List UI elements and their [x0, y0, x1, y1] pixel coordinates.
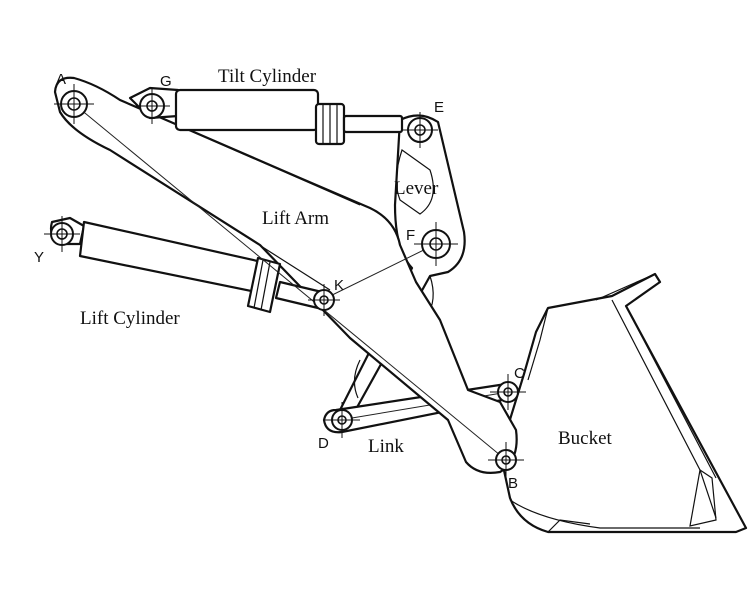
point-label-g: G — [160, 73, 172, 90]
label-lever: Lever — [394, 178, 439, 199]
point-label-f: F — [406, 227, 415, 244]
point-label-d: D — [318, 435, 329, 452]
tilt-cylinder — [128, 86, 404, 146]
lift-arm — [53, 76, 518, 474]
point-label-a: A — [56, 71, 66, 88]
label-tilt-cylinder: Tilt Cylinder — [218, 66, 317, 87]
pin-y — [44, 216, 80, 252]
label-lift-arm: Lift Arm — [262, 208, 329, 229]
label-link: Link — [368, 436, 404, 457]
point-label-y: Y — [34, 249, 44, 266]
point-label-b: B — [508, 475, 518, 492]
label-bucket: Bucket — [558, 428, 613, 449]
pin-a — [54, 84, 94, 124]
bucket — [498, 272, 748, 534]
pin-e — [402, 112, 438, 148]
pin-d — [324, 402, 360, 438]
point-label-e: E — [434, 99, 444, 116]
pin-g — [134, 88, 170, 124]
pin-b — [488, 442, 524, 478]
pin-k — [308, 284, 340, 316]
construction-lines — [73, 103, 507, 461]
label-lift-cylinder: Lift Cylinder — [80, 308, 180, 329]
point-label-k: K — [334, 277, 344, 294]
pin-c — [490, 374, 526, 410]
pin-f — [414, 222, 458, 266]
point-label-c: C — [514, 365, 525, 382]
